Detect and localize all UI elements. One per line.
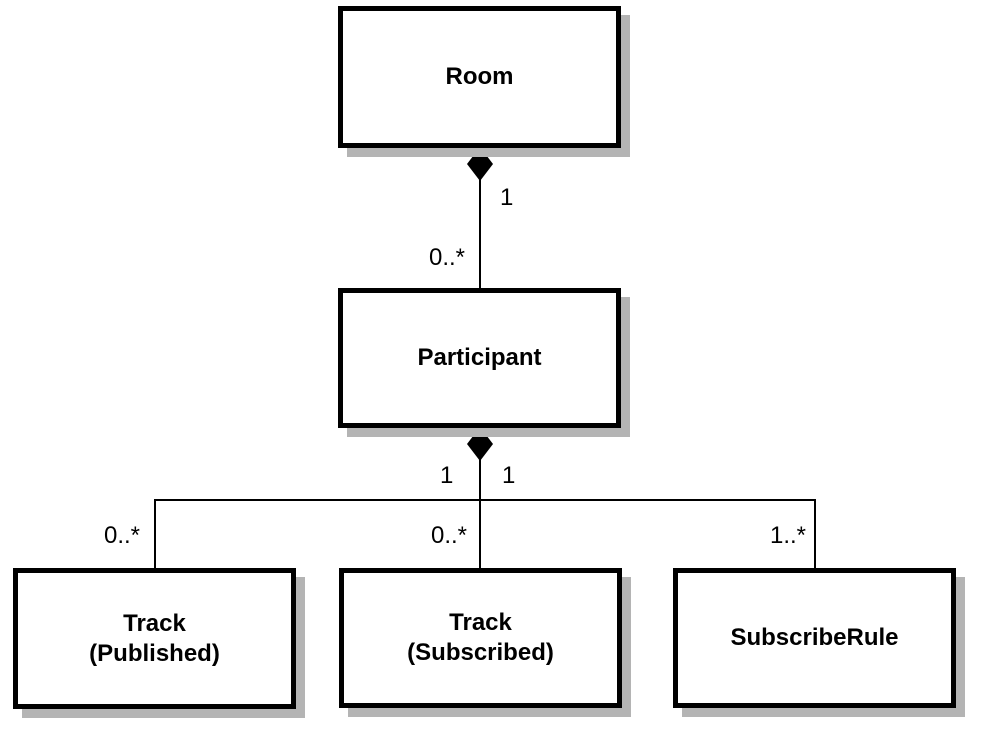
connector-branch-track-published: [154, 499, 156, 568]
multiplicity-track-subscribed: 0..*: [431, 522, 468, 549]
multiplicity-participant-child: 0..*: [429, 244, 466, 271]
connector-branch-subscribe-rule: [814, 499, 816, 568]
multiplicity-room-parent: 1: [500, 184, 514, 211]
class-label-room: Room: [445, 63, 514, 90]
class-label-subscribe-rule: SubscribeRule: [730, 624, 899, 651]
composition-diamond-icon: [467, 427, 493, 461]
multiplicity-track-published: 0..*: [104, 522, 141, 549]
class-label-participant: Participant: [417, 344, 542, 371]
class-box-room: Room: [338, 6, 621, 148]
class-box-participant: Participant: [338, 288, 621, 428]
multiplicity-participant-parent-left: 1: [440, 462, 454, 489]
class-box-track-subscribed: Track (Subscribed): [339, 568, 622, 708]
class-box-subscribe-rule: SubscribeRule: [673, 568, 956, 708]
class-label-track-published: Track (Published): [89, 609, 220, 667]
class-box-track-published: Track (Published): [13, 568, 296, 709]
multiplicity-participant-parent-right: 1: [502, 462, 516, 489]
multiplicity-subscribe-rule: 1..*: [770, 522, 807, 549]
class-label-track-subscribed: Track (Subscribed): [407, 609, 554, 666]
connector-room-participant: [479, 148, 481, 288]
composition-diamond-icon: [467, 147, 493, 181]
connector-participant-track-subscribed: [479, 428, 481, 568]
connector-branch-horizontal: [154, 499, 816, 501]
